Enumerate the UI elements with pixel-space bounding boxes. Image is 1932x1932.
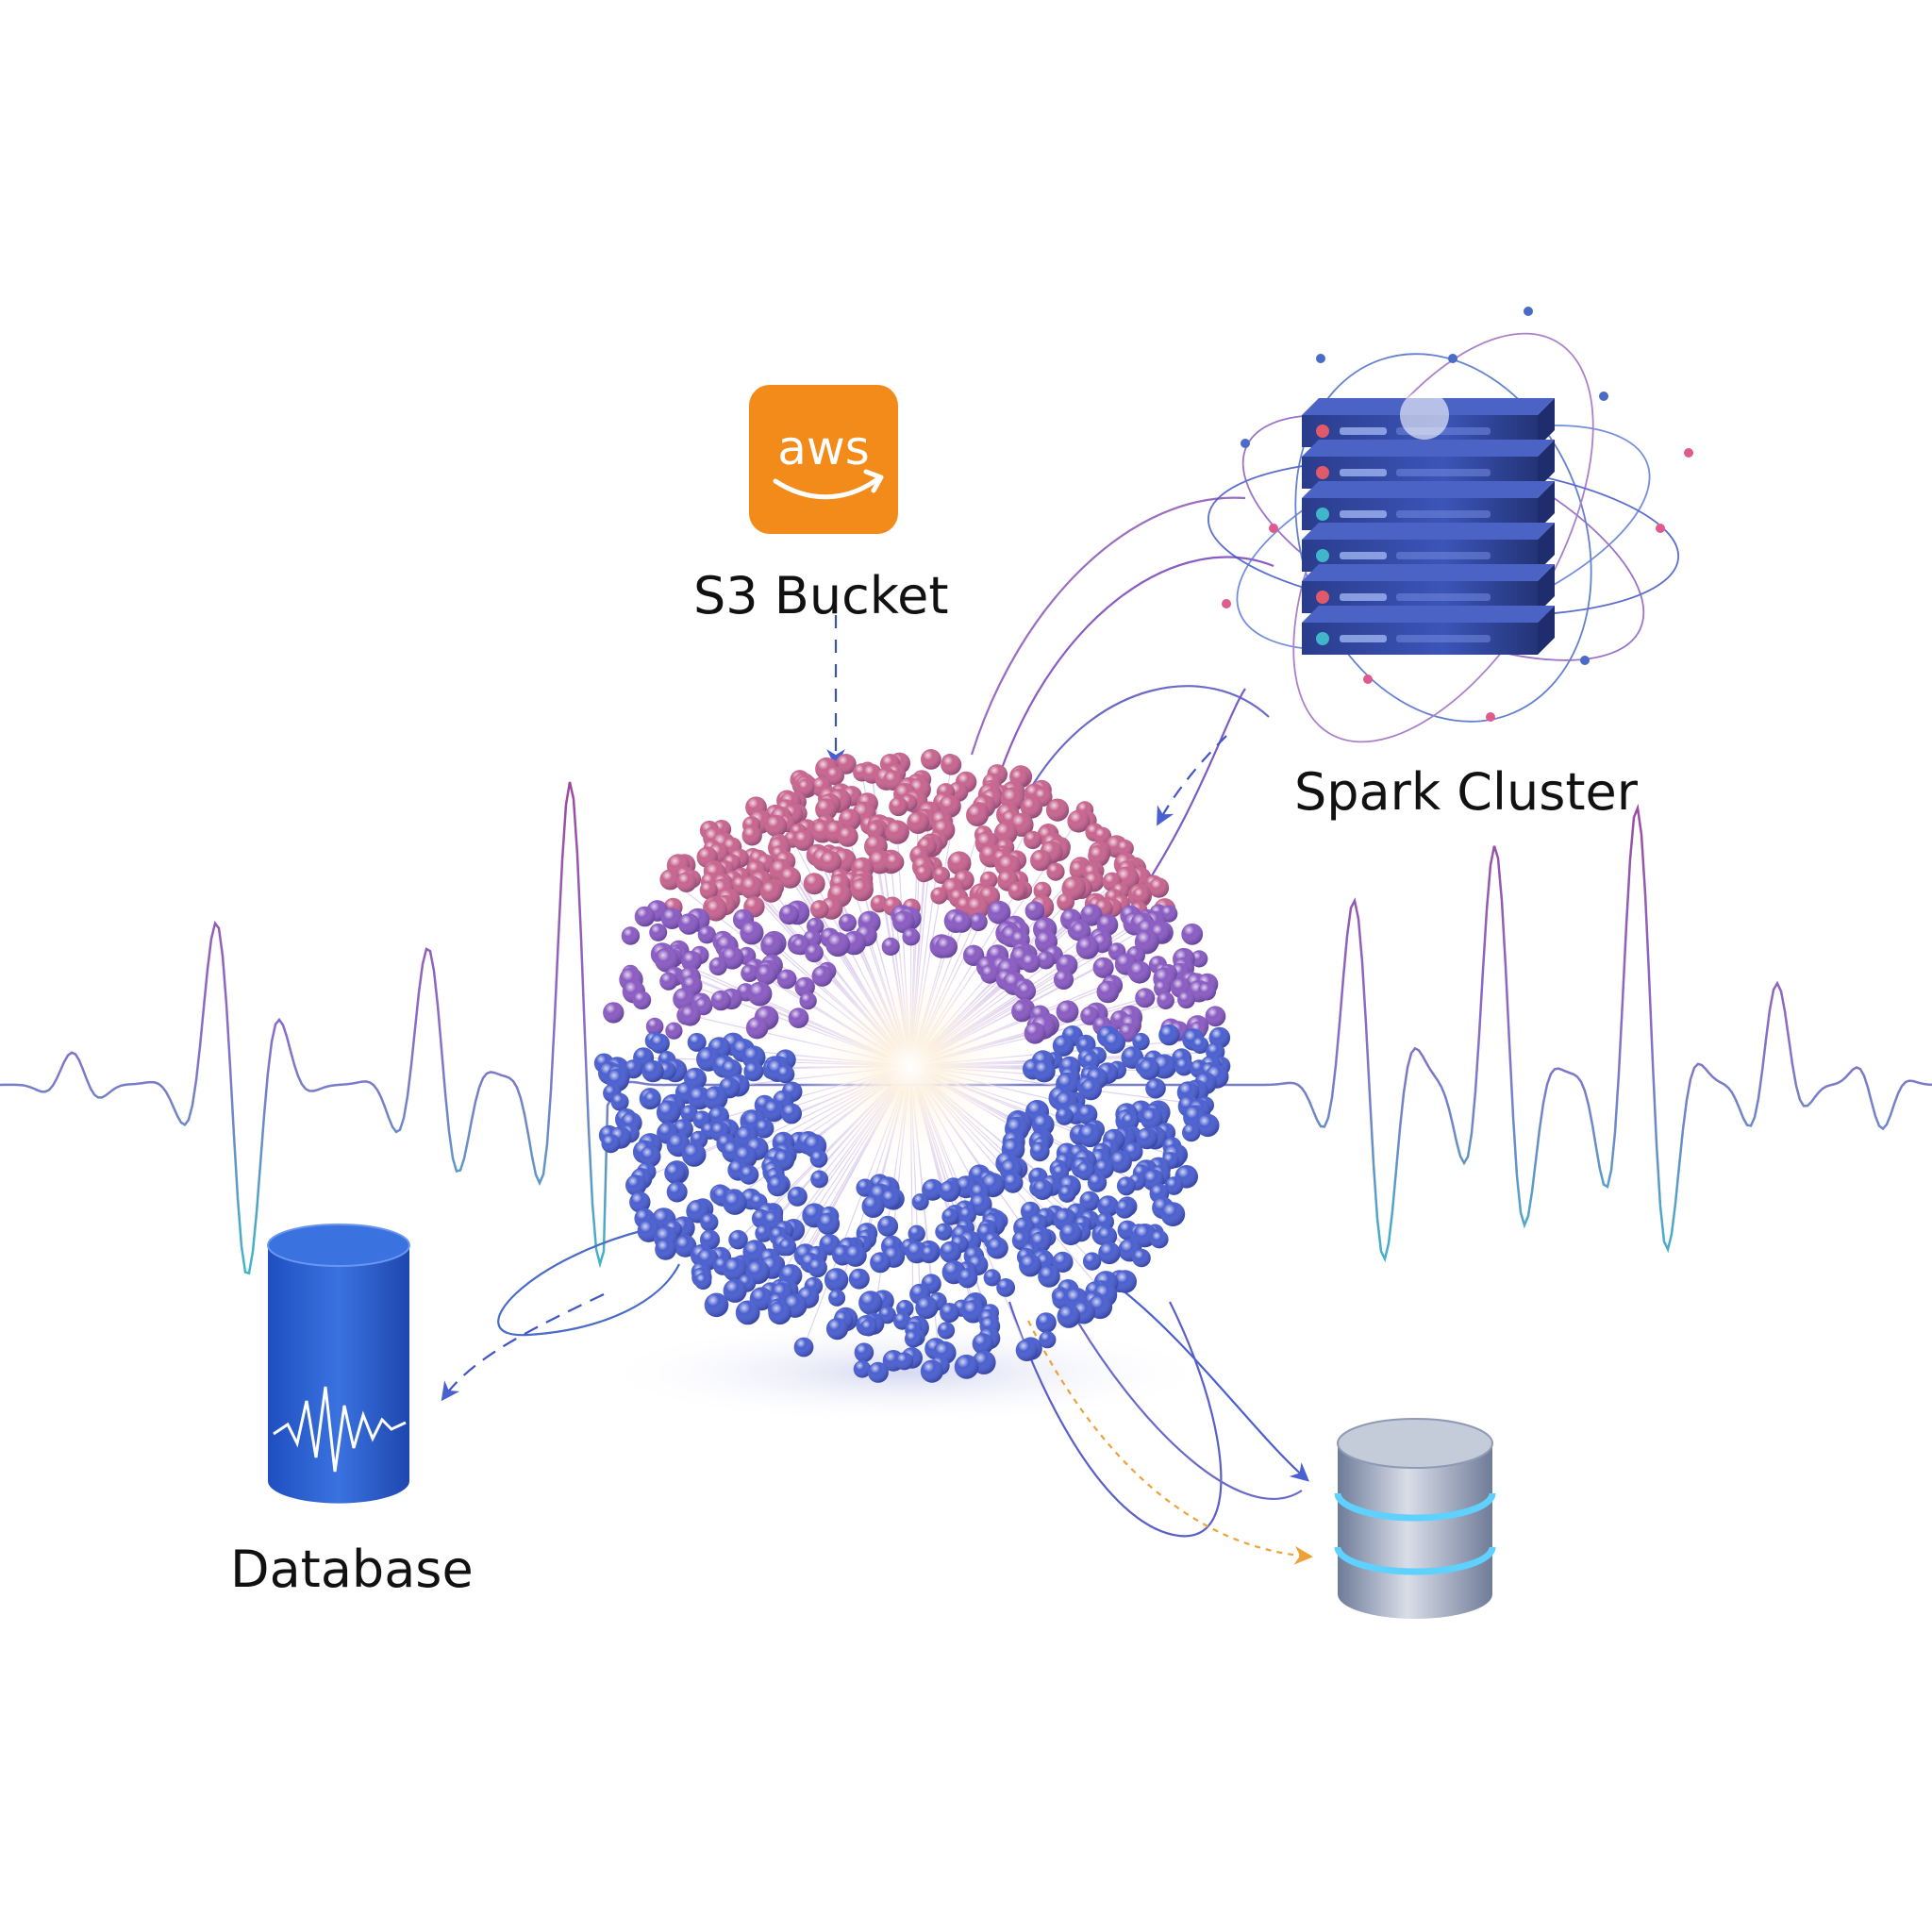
aws-logo-text: aws xyxy=(777,421,870,475)
flow-connections xyxy=(441,496,1313,1565)
database-waveform-icon xyxy=(267,1224,410,1504)
database-cylinder-icon xyxy=(1334,1418,1496,1619)
server-rack-icon xyxy=(1207,307,1693,743)
spark-cluster-label: Spark Cluster xyxy=(1294,762,1638,822)
database-label: Database xyxy=(230,1540,474,1599)
s3-bucket-label: S3 Bucket xyxy=(693,566,949,625)
aws-logo-icon: aws xyxy=(749,385,898,534)
sphere-shadow xyxy=(594,1321,1217,1424)
particle-sphere-icon xyxy=(593,749,1231,1383)
